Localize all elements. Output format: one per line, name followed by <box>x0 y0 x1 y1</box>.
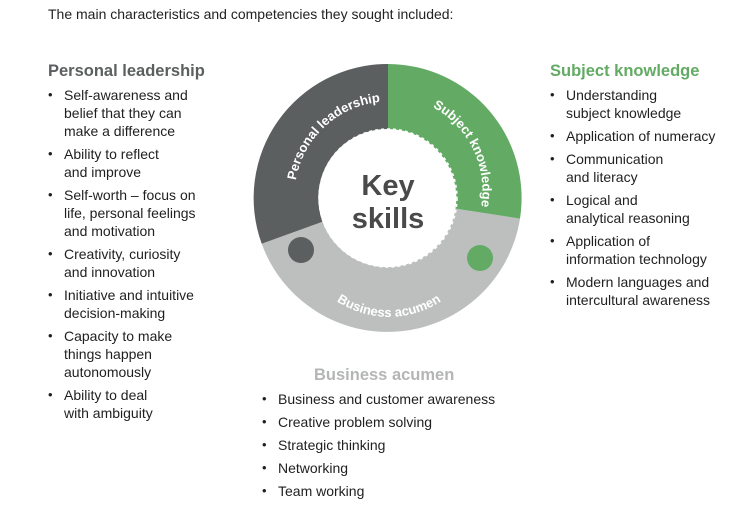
list-item-line: Ability to reflect <box>64 146 159 162</box>
list-item-line: Creative problem solving <box>278 414 433 430</box>
list-item-line: decision-making <box>64 305 166 321</box>
list-item: • Ability to reflect and improve <box>48 145 248 181</box>
list-item: • Understanding subject knowledge <box>550 86 746 122</box>
bullet-icon: • <box>262 437 267 452</box>
list-item-line: things happen <box>64 346 152 362</box>
personal-puzzle-knob <box>288 237 314 263</box>
list-item: • Self-awareness and belief that they can m… <box>48 86 248 140</box>
list-item: • Logical and analytical reasoning <box>550 191 746 227</box>
subject-puzzle-knob <box>467 245 493 271</box>
list-item-line: Team working <box>278 483 365 499</box>
key-skills-wheel: Personal leadership Subject knowledge Bu… <box>253 63 522 332</box>
bullet-icon: • <box>262 460 267 475</box>
list-item-line: information technology <box>566 251 707 267</box>
personal-leadership-list: • Self-awareness and belief that they can m… <box>48 86 248 427</box>
list-item-line: and motivation <box>64 223 156 239</box>
bullet-icon: • <box>48 87 53 102</box>
bullet-icon: • <box>48 246 53 261</box>
list-item: • Application of numeracy <box>550 127 746 145</box>
subject-knowledge-heading: Subject knowledge <box>550 62 700 80</box>
list-item-line: Networking <box>278 460 349 476</box>
bullet-icon: • <box>48 187 53 202</box>
list-item-line: Modern languages and <box>566 274 710 290</box>
list-item: • Communication and literacy <box>550 150 746 186</box>
bullet-icon: • <box>550 233 555 248</box>
inner-dashed-circle <box>318 128 458 268</box>
list-item-line: and improve <box>64 164 142 180</box>
bullet-icon: • <box>550 151 555 166</box>
bullet-icon: • <box>262 391 267 406</box>
list-item-line: with ambiguity <box>64 405 153 421</box>
personal-leadership-segment <box>253 63 388 244</box>
list-item-line: Application of <box>566 233 651 249</box>
list-item: • Networking <box>262 459 562 477</box>
bullet-icon: • <box>48 328 53 343</box>
list-item-line: Application of numeracy <box>566 128 716 144</box>
list-item-line: Initiative and intuitive <box>64 287 194 303</box>
bullet-icon: • <box>48 387 53 402</box>
list-item-line: Self-worth – focus on <box>64 187 196 203</box>
business-acumen-heading: Business acumen <box>314 366 455 384</box>
list-item-line: Understanding <box>566 87 658 103</box>
list-item-line: analytical reasoning <box>566 210 690 226</box>
list-item: • Initiative and intuitive decision-making <box>48 286 248 322</box>
list-item-line: Creativity, curiosity <box>64 246 181 262</box>
list-item-line: make a difference <box>64 123 176 139</box>
list-item: • Creativity, curiosity and innovation <box>48 245 248 281</box>
bullet-icon: • <box>48 146 53 161</box>
center-title-line1: Key <box>361 170 414 202</box>
business-acumen-segment <box>261 208 520 332</box>
bullet-icon: • <box>262 414 267 429</box>
list-item-line: Strategic thinking <box>278 437 386 453</box>
bullet-icon: • <box>550 274 555 289</box>
bullet-icon: • <box>550 87 555 102</box>
personal-leadership-heading: Personal leadership <box>48 62 205 80</box>
subject-knowledge-segment <box>388 64 522 219</box>
list-item-line: Ability to deal <box>64 387 148 403</box>
list-item: • Application of information technology <box>550 232 746 268</box>
list-item-line: and innovation <box>64 264 156 280</box>
subject-knowledge-list: • Understanding subject knowledge • Applicat… <box>550 86 746 314</box>
list-item: • Creative problem solving <box>262 413 562 431</box>
list-item: • Capacity to make things happen autonomous… <box>48 327 248 381</box>
list-item-line: and literacy <box>566 169 638 185</box>
bullet-icon: • <box>550 128 555 143</box>
list-item-line: belief that they can <box>64 105 182 121</box>
business-acumen-list: • Business and customer awareness • Creativ… <box>262 390 562 505</box>
list-item-line: Business and customer awareness <box>278 391 496 407</box>
list-item: • Ability to deal with ambiguity <box>48 386 248 422</box>
list-item-line: intercultural awareness <box>566 292 710 308</box>
bullet-icon: • <box>262 483 267 498</box>
list-item-line: life, personal feelings <box>64 205 196 221</box>
center-title-line2: skills <box>352 203 425 235</box>
list-item: • Strategic thinking <box>262 436 562 454</box>
bullet-icon: • <box>550 192 555 207</box>
list-item-line: Capacity to make <box>64 328 173 344</box>
bullet-icon: • <box>48 287 53 302</box>
intro-text: The main characteristics and competencie… <box>48 6 454 22</box>
list-item: • Modern languages and intercultural aware… <box>550 273 746 309</box>
list-item-line: Communication <box>566 151 664 167</box>
list-item-line: subject knowledge <box>566 105 682 121</box>
list-item: • Self-worth – focus on life, personal fee… <box>48 186 248 240</box>
list-item: • Team working <box>262 482 562 500</box>
list-item: • Business and customer awareness <box>262 390 562 408</box>
list-item-line: autonomously <box>64 364 152 380</box>
list-item-line: Self-awareness and <box>64 87 188 103</box>
list-item-line: Logical and <box>566 192 638 208</box>
